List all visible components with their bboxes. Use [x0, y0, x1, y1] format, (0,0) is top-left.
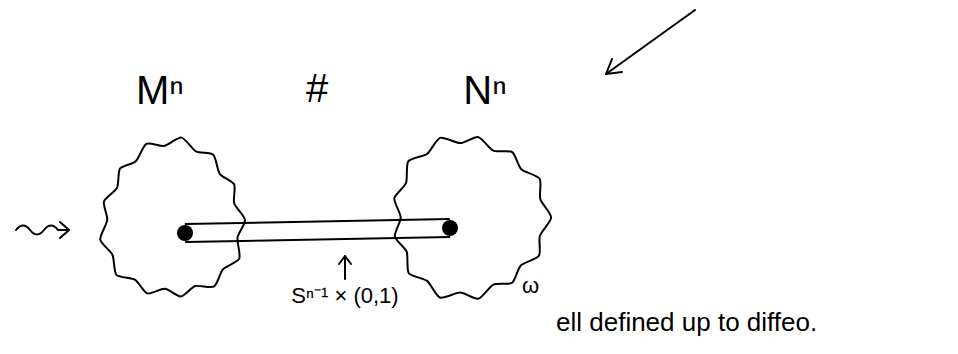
squiggle-arrow	[16, 226, 68, 235]
operator-symbol: #	[306, 66, 328, 110]
leader-arrow-head	[339, 256, 351, 264]
note: ell defined up to diffeo.	[556, 308, 817, 337]
tube	[177, 219, 458, 242]
manifold: Nⁿ	[385, 62, 555, 307]
manifold-name: Nⁿ	[463, 68, 506, 112]
pointer-arrow-head	[606, 59, 622, 74]
squiggle-arrow-head	[60, 222, 69, 238]
leader-arrow	[344, 256, 346, 279]
pointer-arrow	[606, 10, 695, 74]
manifold: Mⁿ	[95, 62, 255, 307]
tube-label: Sⁿ⁻¹ × (0,1)	[291, 284, 398, 308]
form-symbol: ω	[522, 274, 539, 298]
tube-wall	[185, 237, 450, 242]
tube-wall	[185, 219, 450, 224]
manifold-name: Mⁿ	[136, 68, 184, 112]
manifold-outline	[100, 140, 245, 300]
blob-outline	[394, 137, 551, 299]
attaching-point	[442, 220, 458, 236]
attaching-point	[177, 225, 193, 241]
blob-outline	[100, 138, 245, 297]
